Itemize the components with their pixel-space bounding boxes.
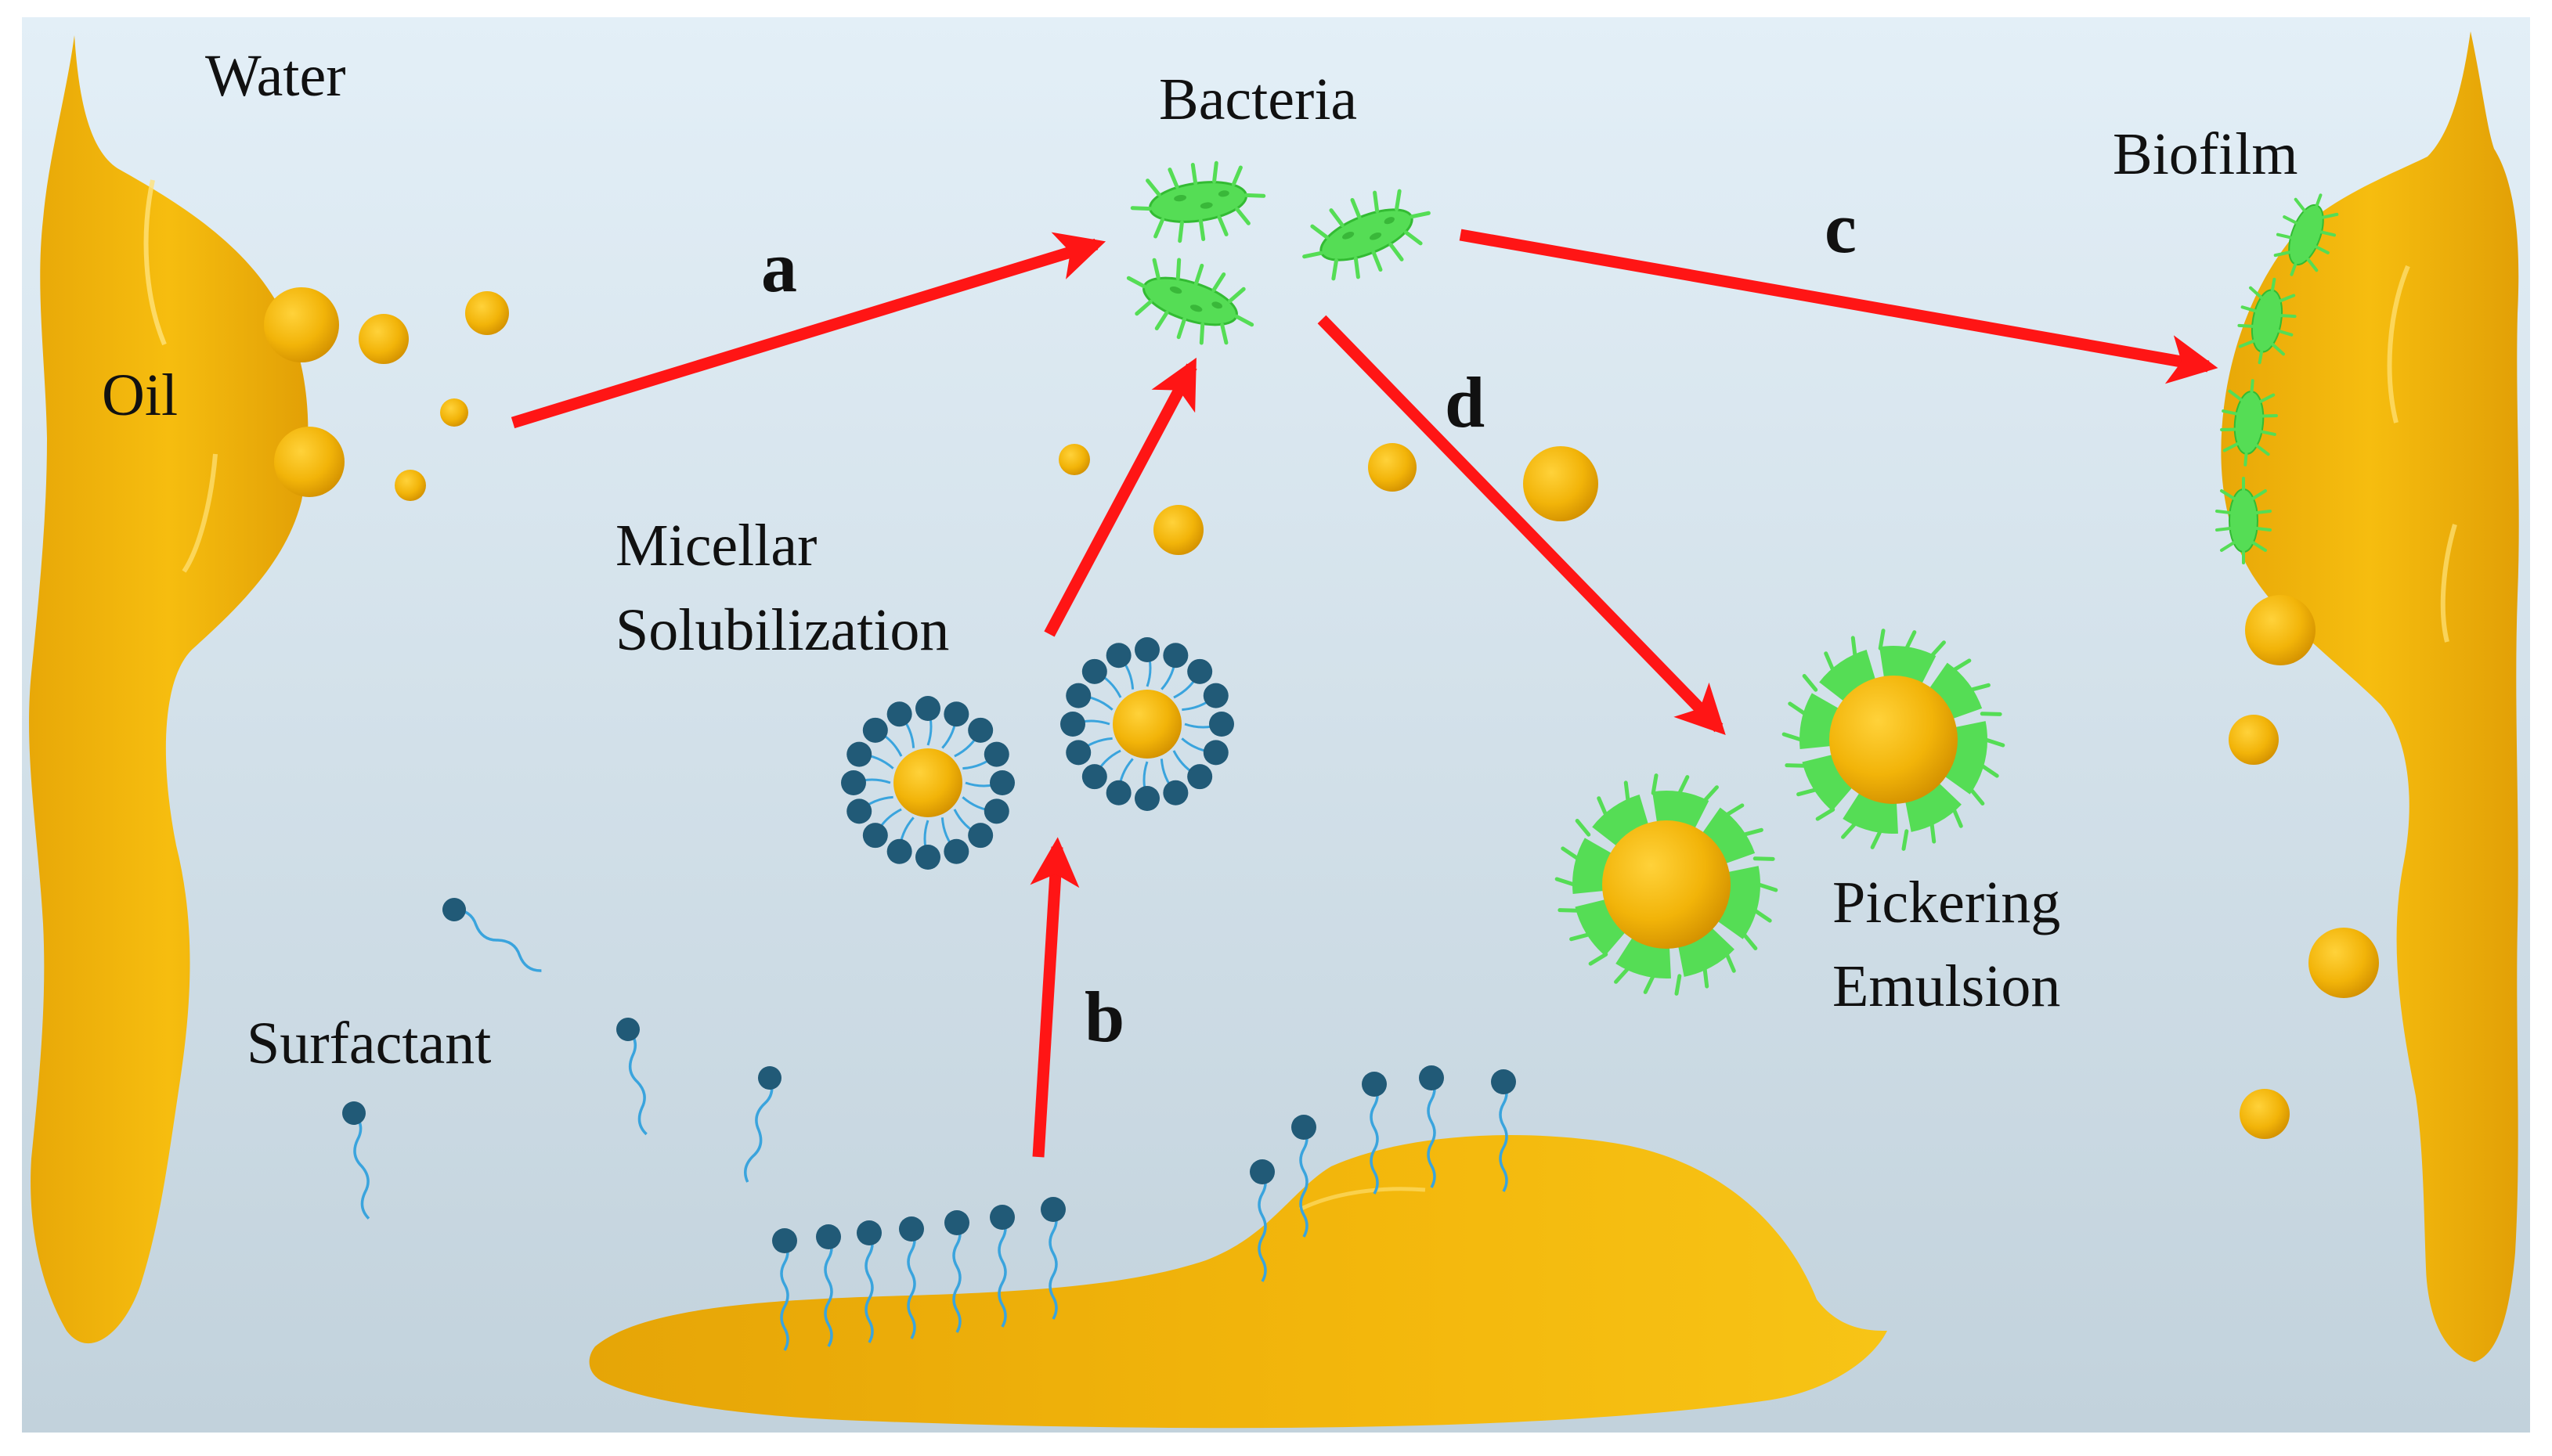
left-oil-highlight [182, 453, 218, 573]
oil-droplet-core [1602, 820, 1731, 949]
step-label-c: c [1825, 188, 1857, 268]
surfactant-molecule [1250, 1159, 1275, 1282]
arrow-c [1459, 229, 2218, 384]
left-oil-highlight [143, 179, 167, 346]
surfactant-molecule [1291, 1115, 1316, 1238]
oil-droplet [395, 470, 426, 501]
surfactant-molecule [1491, 1069, 1516, 1192]
oil-droplet [465, 291, 509, 335]
surfactant-molecule [1041, 1197, 1066, 1320]
surfactant-molecule [944, 1210, 969, 1333]
step-label-b: b [1085, 977, 1124, 1057]
label-micellar: Micellar [615, 513, 817, 578]
oil-droplet [2308, 928, 2379, 998]
left-oil-body [29, 35, 309, 1344]
micelles [841, 637, 1234, 870]
oil-droplet [264, 287, 339, 362]
pickering-emulsion-droplets [1554, 629, 2005, 996]
label-biofilm: Biofilm [2113, 121, 2298, 187]
right-oil-highlight [2387, 265, 2410, 423]
bottom-oil-highlight [1298, 1187, 1426, 1212]
arrows [511, 229, 2218, 1158]
label-water: Water [205, 43, 346, 109]
arrow-d [1317, 315, 1726, 736]
oil-droplet [274, 427, 345, 497]
oil-droplet-core [893, 748, 962, 817]
surfactant-molecule [816, 1224, 841, 1347]
pickering-droplet [1781, 629, 2005, 851]
label-oil: Oil [102, 362, 178, 428]
surfactant-molecule [990, 1205, 1015, 1328]
label-emulsion: Emulsion [1832, 953, 2060, 1019]
water-background [22, 17, 2530, 1433]
surfactant-molecule [1362, 1072, 1387, 1195]
oil-droplet [2245, 595, 2316, 665]
bottom-oil-body [589, 1135, 1888, 1429]
step-label-d: d [1445, 362, 1485, 442]
oil-droplet [359, 314, 409, 364]
micelle [1060, 637, 1234, 811]
arrow-b-lower [1030, 837, 1080, 1158]
right-oil-highlight [2440, 524, 2457, 643]
surfactant-layer-on-oil [772, 1065, 1516, 1351]
oil-droplet-core [1113, 690, 1182, 759]
oil-droplet [2240, 1089, 2290, 1139]
oil-droplet [1153, 505, 1204, 555]
arrow-b-upper [1044, 357, 1197, 637]
arrow-a [511, 232, 1106, 429]
oil-droplet [2229, 715, 2279, 765]
oil-droplet [1059, 444, 1090, 475]
oil-droplets [264, 287, 2379, 1139]
surfactant-molecule [899, 1216, 924, 1339]
right-oil-body [2221, 31, 2519, 1362]
oil-droplet [1523, 446, 1598, 521]
label-surfactant: Surfactant [247, 1011, 491, 1076]
micelle [841, 696, 1015, 870]
oil-droplet [440, 398, 468, 427]
surfactant-molecule [772, 1228, 797, 1351]
oil-droplet [1368, 443, 1417, 492]
step-label-a: a [761, 227, 797, 307]
surfactant-molecule [857, 1220, 882, 1343]
label-bacteria: Bacteria [1159, 67, 1357, 132]
label-pickering: Pickering [1832, 870, 2060, 935]
oil-droplet-core [1829, 676, 1958, 804]
pickering-droplet [1554, 773, 1778, 996]
surfactant-molecule [1419, 1065, 1444, 1188]
label-solubilization: Solubilization [615, 597, 949, 663]
